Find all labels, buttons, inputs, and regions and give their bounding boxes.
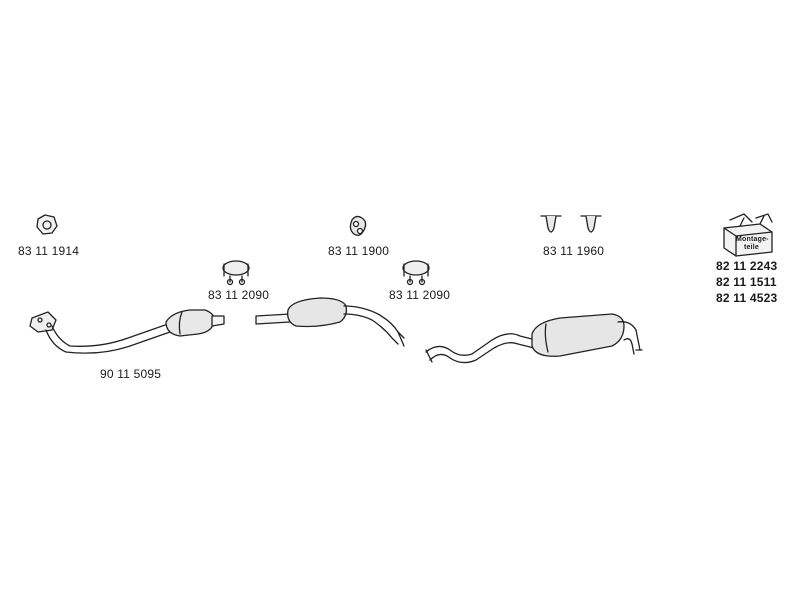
- mounting-kit-box-icon: [723, 213, 773, 257]
- kit-number-list: 82 11 2243 82 11 1511 82 11 4523: [716, 258, 777, 306]
- clamp-left-icon: [222, 260, 250, 286]
- rubber-hanger-icon: [349, 215, 367, 236]
- part-number-front-pipe: 90 11 5095: [100, 367, 162, 381]
- kit-number: 82 11 2243: [716, 259, 778, 273]
- kit-number: 82 11 1511: [716, 275, 777, 289]
- rear-muffler-icon: [425, 313, 643, 364]
- part-number-clamp-left: 83 11 2090: [208, 288, 270, 302]
- kit-box-label-line2: teile: [744, 244, 760, 251]
- middle-muffler-icon: [255, 297, 405, 347]
- part-number-clamp-right: 83 11 2090: [389, 288, 451, 302]
- part-number-rubber-hanger: 83 11 1900: [328, 244, 390, 258]
- hanger-pair-icon: [540, 215, 602, 233]
- kit-box-label-line1: Montage-: [736, 236, 769, 243]
- part-number-hanger-pair: 83 11 1960: [543, 244, 605, 258]
- kit-number: 82 11 4523: [716, 291, 778, 305]
- part-number-ring-gasket: 83 11 1914: [18, 244, 80, 258]
- clamp-right-icon: [402, 260, 430, 286]
- ring-gasket-icon: [36, 214, 58, 235]
- front-pipe-catalyst-icon: [29, 309, 225, 354]
